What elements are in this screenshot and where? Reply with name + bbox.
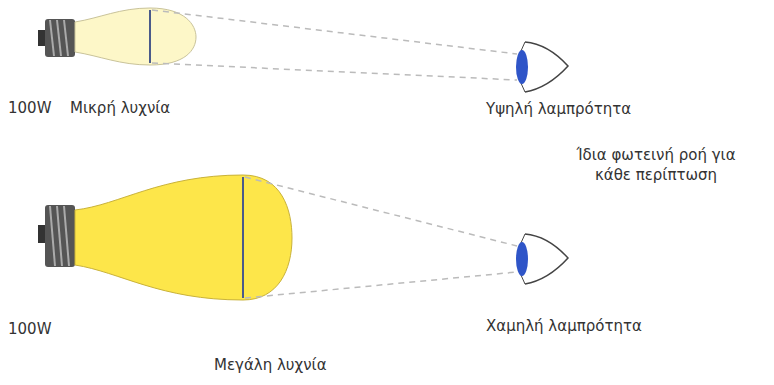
power-label: 100W: [8, 99, 51, 119]
bulb-name: Μεγάλη λυχνία: [214, 356, 327, 376]
brightness-label: Υψηλή λαμπρότητα: [486, 100, 631, 120]
bulb-name: Μικρή λυχνία: [70, 99, 170, 119]
light-ray: [152, 10, 517, 298]
power-label: 100W: [8, 320, 51, 340]
eye-symbol: [516, 42, 568, 92]
large-bulb: [38, 175, 292, 300]
small-bulb: [38, 8, 196, 65]
note-text: Ίδια φωτεινή ροή για κάθε περίπτωση: [566, 146, 746, 185]
brightness-label: Χαμηλή λαμπρότητα: [486, 317, 642, 337]
eye-symbol: [516, 234, 568, 284]
